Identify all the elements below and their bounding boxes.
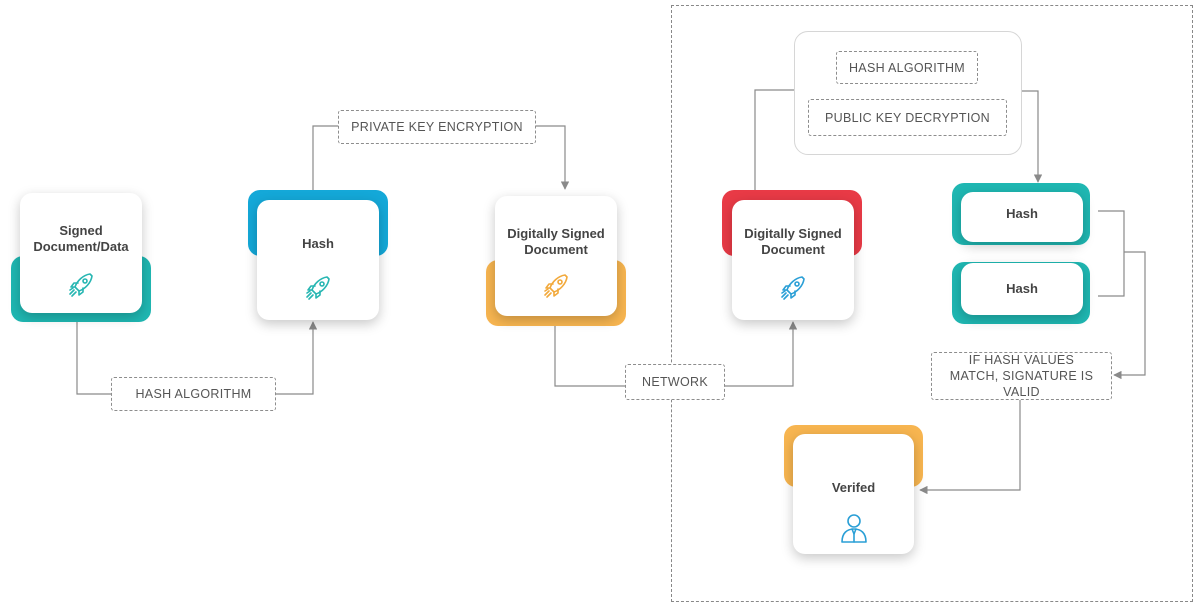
rocket-icon [544, 274, 568, 298]
rocket-icon [69, 273, 93, 297]
rocket-icon [306, 276, 330, 300]
connector-condition-to-verified [919, 399, 1021, 495]
match-condition-label: IF HASH VALUES MATCH, SIGNATURE IS VALID [931, 352, 1112, 400]
digitally-signed-receiver-card: Digitally Signed Document [732, 200, 854, 320]
verification-operations-panel [794, 31, 1022, 155]
receiver-region [671, 5, 1193, 602]
connector-hash-bracket [1098, 210, 1125, 297]
private-key-encryption-label: PRIVATE KEY ENCRYPTION [338, 110, 536, 144]
user-icon [840, 514, 867, 543]
connector-panel-to-hash [1022, 90, 1043, 183]
verified-card: Verifed [793, 434, 914, 554]
rocket-icon [781, 276, 805, 300]
hash-bottom-title: Hash [1006, 281, 1038, 296]
network-label: NETWORK [625, 364, 725, 400]
signed-document-card: Signed Document/Data [20, 193, 142, 313]
connector-receiver-to-panel [754, 89, 794, 190]
public-key-decryption-label: PUBLIC KEY DECRYPTION [808, 99, 1007, 136]
hash-top-card: Hash [961, 192, 1083, 242]
hash-bottom-card: Hash [961, 263, 1083, 315]
hash-top-title: Hash [1006, 206, 1038, 221]
hash-title: Hash [302, 236, 334, 251]
hash-algorithm-label-left: HASH ALGORITHM [111, 377, 276, 411]
connector-bracket-to-condition [1113, 251, 1146, 380]
digitally-signed-sender-title: Digitally Signed Document [507, 226, 605, 257]
digitally-signed-receiver-title: Digitally Signed Document [744, 226, 842, 257]
signed-document-title: Signed Document/Data [33, 223, 129, 254]
verified-title: Verifed [831, 480, 876, 495]
digitally-signed-sender-card: Digitally Signed Document [495, 196, 617, 316]
hash-algorithm-label-right: HASH ALGORITHM [836, 51, 978, 84]
hash-card: Hash [257, 200, 379, 320]
